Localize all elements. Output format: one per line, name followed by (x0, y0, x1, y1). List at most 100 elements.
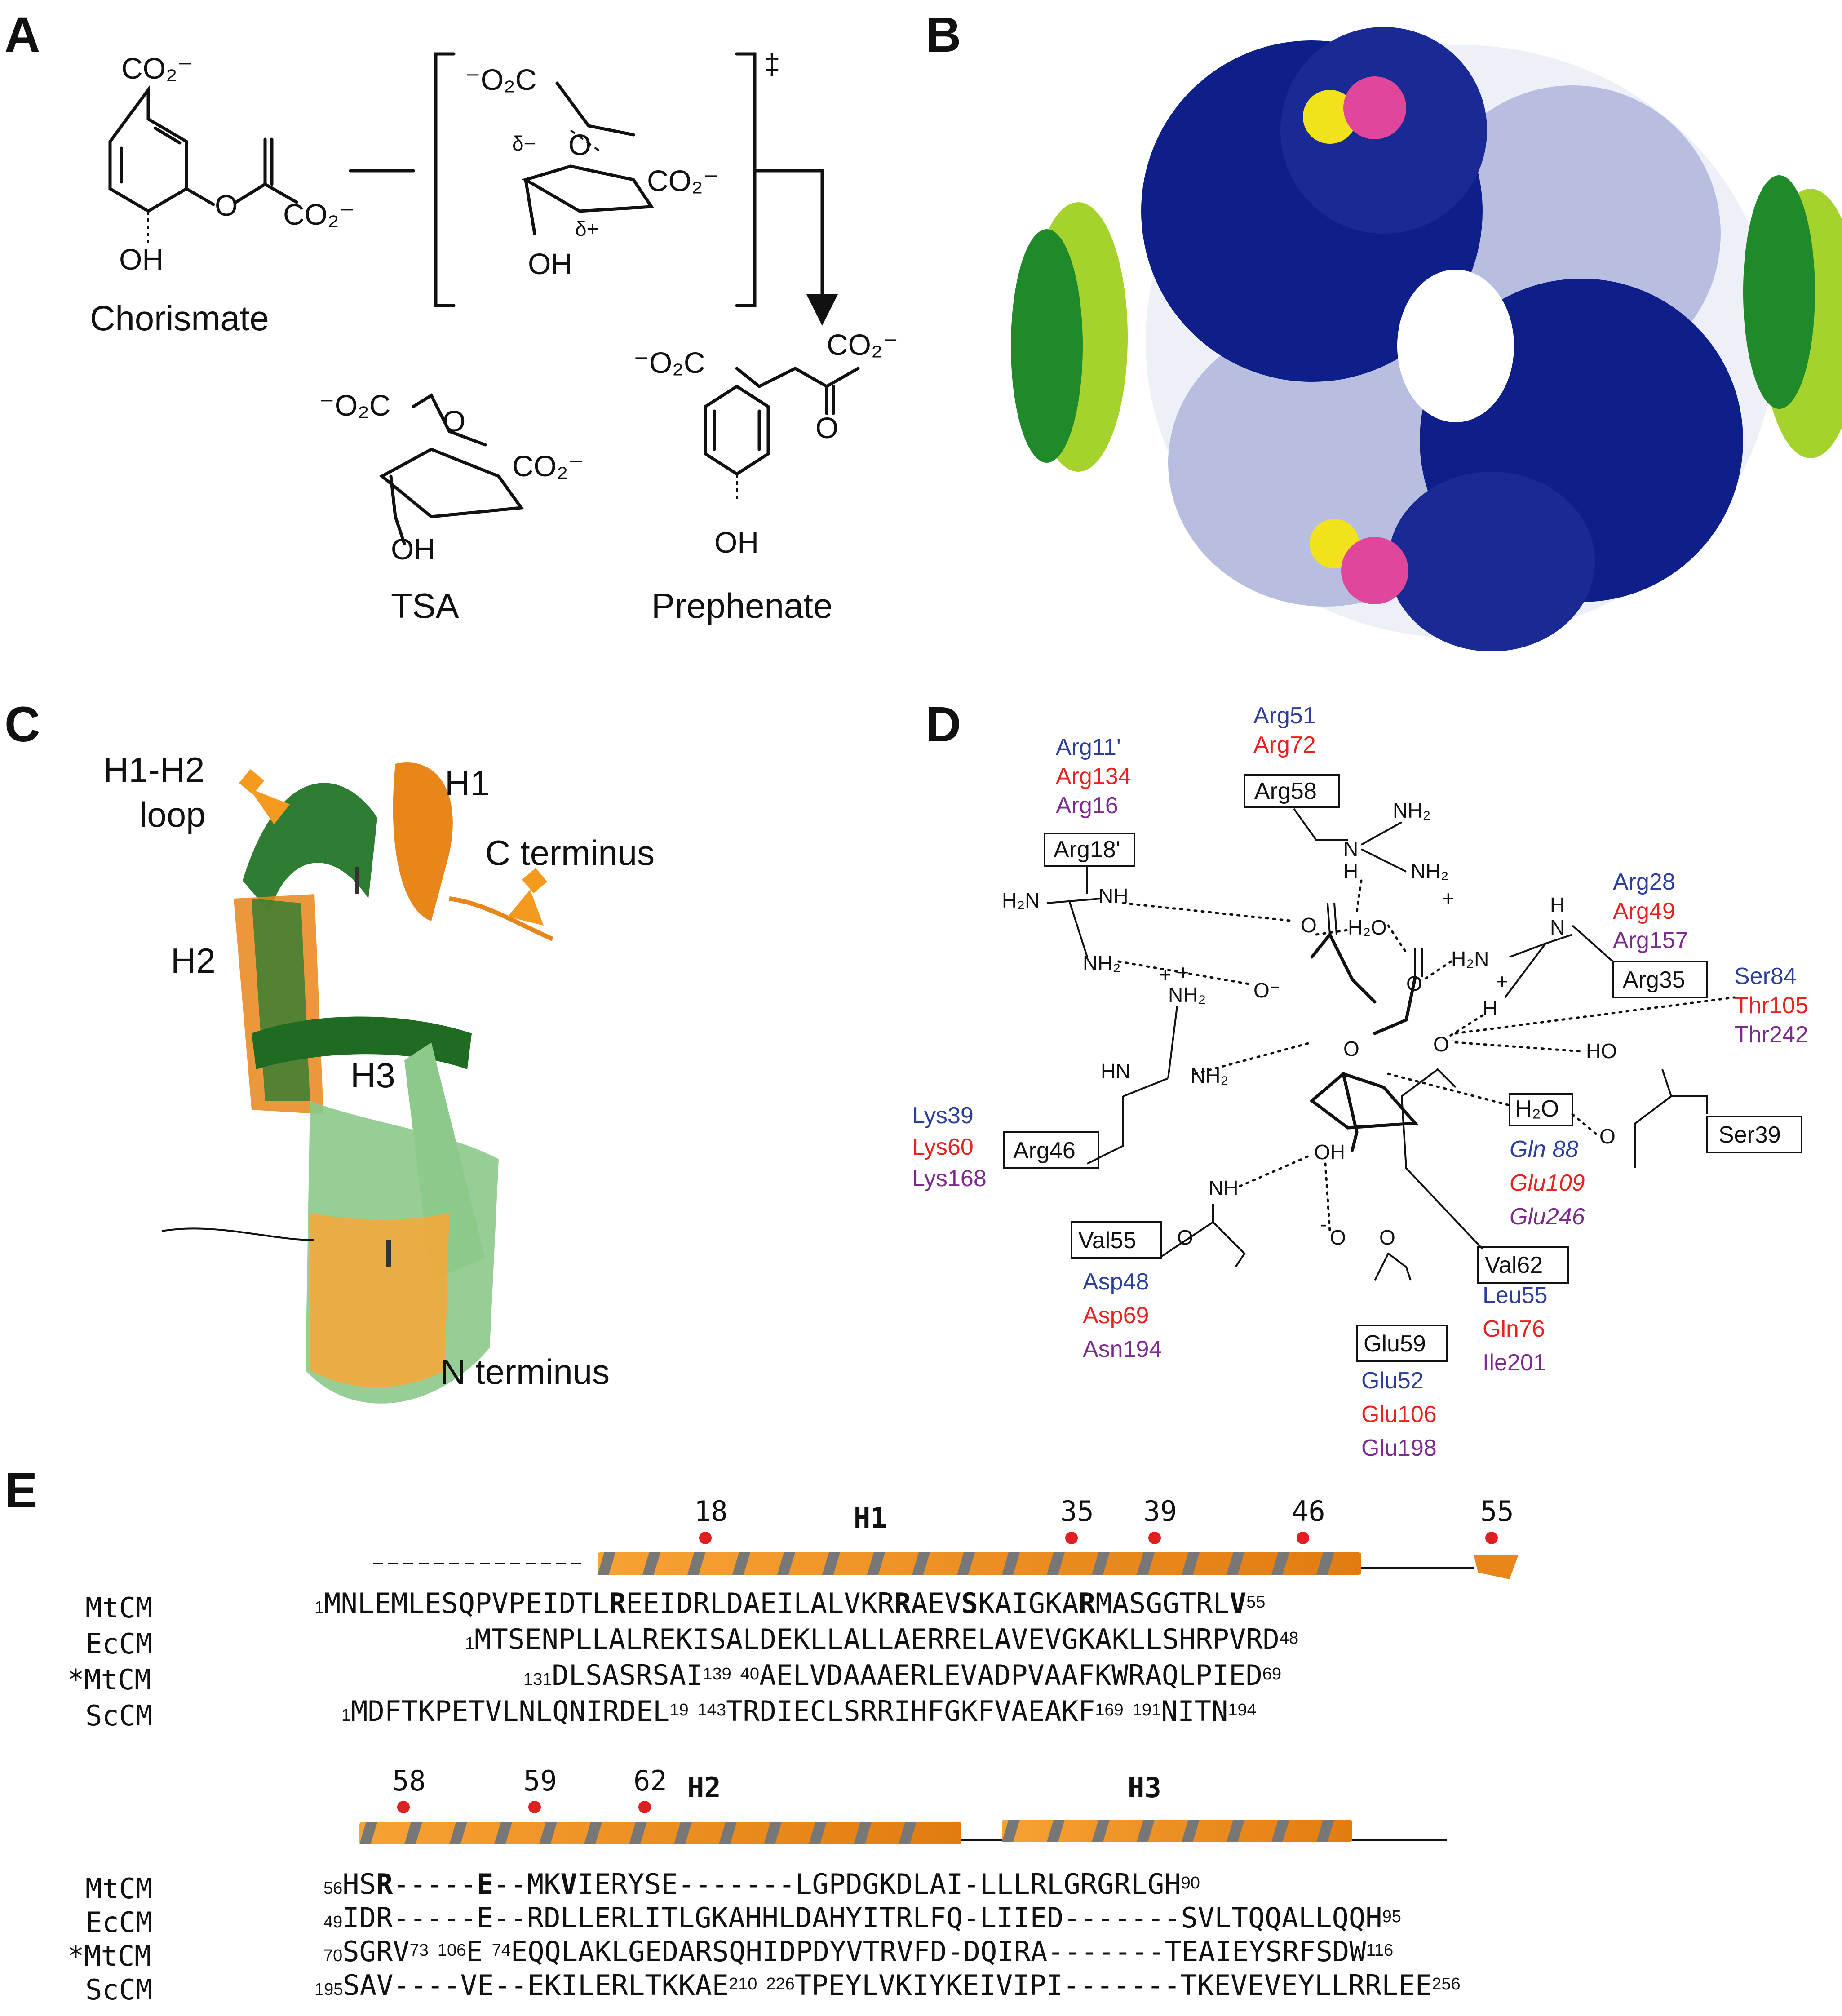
svg-text:HO: HO (1586, 1039, 1617, 1063)
svg-text:H2: H2 (687, 1771, 721, 1804)
svg-text:59: 59 (523, 1764, 557, 1797)
svg-text:MtCM: MtCM (85, 1591, 152, 1624)
transition-state-structure: ⁻O₂C O δ− CO₂⁻ δ+ OH (465, 63, 718, 280)
svg-text:H: H (1483, 997, 1497, 1020)
svg-text:Arg49: Arg49 (1613, 898, 1675, 924)
svg-text:56HSR-----E--MKVIERYSE-------L: 56HSR-----E--MKVIERYSE-------LGPDGKDLAI-… (323, 1868, 1200, 1901)
svg-text:O: O (1330, 1226, 1346, 1249)
ligand-yellow-top (1303, 90, 1357, 144)
alignment-block1: MtCM 1MNLEMLESQPVPEIDTLREEIDRLDAEILALVKR… (67, 1587, 1298, 1732)
ts-o: O (568, 128, 591, 161)
svg-text:O: O (1406, 972, 1422, 995)
svg-text:EcCM: EcCM (85, 1627, 152, 1660)
svg-text:NH₂: NH₂ (1191, 1064, 1228, 1087)
svg-text:O: O (1599, 1125, 1616, 1148)
box-arg46: Arg46 (1003, 1131, 1099, 1169)
svg-text:Arg18': Arg18' (1054, 837, 1120, 863)
group-arg11: Arg11' Arg134 Arg16 (1056, 734, 1131, 819)
svg-text:62: 62 (633, 1764, 667, 1797)
svg-text:O: O (1379, 1226, 1395, 1249)
ts-o2c: ⁻O₂C (465, 63, 536, 96)
svg-text:Asn194: Asn194 (1083, 1336, 1162, 1362)
prephenate-co2: CO₂⁻ (827, 328, 898, 361)
svg-text:O⁻: O⁻ (1433, 1032, 1460, 1056)
svg-text:NH₂: NH₂ (1393, 799, 1430, 822)
prephenate-structure: ⁻O₂C O CO₂⁻ OH Prephenate (633, 328, 898, 625)
prephenate-label: Prephenate (651, 586, 832, 625)
box-arg18: Arg18' (1044, 833, 1135, 867)
secondary-structure-block2: 58 59 62 H2 H3 (359, 1764, 1447, 1844)
marker-18 (699, 1532, 712, 1544)
svg-text:Arg134: Arg134 (1056, 763, 1131, 789)
loop-arrow (249, 789, 290, 824)
svg-text:Lys168: Lys168 (912, 1165, 987, 1192)
svg-text:Asp48: Asp48 (1083, 1269, 1149, 1295)
box-val62: Val62 (1477, 1246, 1569, 1284)
svg-text:Thr242: Thr242 (1734, 1022, 1808, 1048)
panel-letter-d: D (925, 697, 961, 752)
svg-text:NH₂: NH₂ (1168, 983, 1206, 1006)
svg-text:Ser84: Ser84 (1734, 963, 1797, 989)
seq-row-mtcm-1: MtCM 1MNLEMLESQPVPEIDTLREEIDRLDAEILALVKR… (85, 1587, 1265, 1624)
chorismate-structure: CO₂⁻ O CO₂⁻ OH Chorismate (90, 52, 354, 338)
svg-text:Glu59: Glu59 (1364, 1331, 1426, 1357)
ts-co2: CO₂⁻ (647, 164, 718, 197)
h2-label: H2 (171, 941, 216, 980)
svg-text:ScCM: ScCM (85, 1699, 152, 1732)
svg-text:H1: H1 (854, 1502, 887, 1534)
group-arg51: Arg51 Arg72 (1253, 703, 1316, 758)
panel-c: C H1-H2 loop H1 C terminus H2 H3 N termi… (4, 697, 655, 1404)
svg-text:Gln76: Gln76 (1483, 1316, 1545, 1342)
svg-text:46: 46 (1292, 1495, 1325, 1528)
svg-text:18: 18 (694, 1495, 728, 1528)
svg-text:O⁻: O⁻ (1253, 979, 1280, 1002)
prephenate-o2c: ⁻O₂C (633, 346, 705, 379)
c-terminus-label: C terminus (485, 833, 655, 873)
svg-text:H₂O: H₂O (1515, 1096, 1559, 1122)
svg-text:H₂O: H₂O (1348, 916, 1387, 939)
svg-text:1MNLEMLESQPVPEIDTLREEIDRLDAEIL: 1MNLEMLESQPVPEIDTLREEIDRLDAEILALVKRRAEVS… (314, 1587, 1265, 1620)
svg-text:+: + (1159, 963, 1171, 986)
panel-b: B (925, 7, 1842, 651)
svg-text:Arg58: Arg58 (1254, 778, 1317, 804)
svg-text:Arg11': Arg11' (1056, 734, 1121, 760)
ligand-magenta-bottom (1341, 537, 1408, 604)
box-arg35: Arg35 (1612, 961, 1708, 998)
marker-55 (1485, 1532, 1498, 1544)
marker-39 (1148, 1532, 1161, 1544)
svg-text:*MtCM: *MtCM (67, 1663, 151, 1696)
svg-text:H3: H3 (1128, 1771, 1161, 1804)
ligand-magenta-top (1343, 76, 1406, 139)
svg-text:Arg35: Arg35 (1623, 967, 1685, 993)
prephenate-keto-o: O (815, 411, 838, 444)
seq-row-eccm-1: EcCM 1MTSENPLLALREKISALDEKLLALLAERRELAVE… (85, 1623, 1298, 1660)
helix-bundle-overlay (161, 762, 553, 1404)
svg-text:58: 58 (392, 1764, 426, 1797)
h3-label: H3 (350, 1055, 395, 1095)
svg-text:Leu55: Leu55 (1483, 1282, 1548, 1308)
group-gln88: Gln 88 Glu109 Glu246 (1510, 1136, 1585, 1230)
chorismate-label: Chorismate (90, 298, 269, 338)
seq-row-eccm-2: EcCM 49IDR-----E--RDLLERLITLGKAHHLDAHYIT… (85, 1901, 1401, 1939)
alignment-block2: MtCM 56HSR-----E--MKVIERYSE-------LGPDGK… (67, 1868, 1461, 2006)
group-glu52: Glu52 Glu106 Glu198 (1361, 1368, 1437, 1461)
svg-text:H: H (1343, 860, 1358, 883)
svg-text:Ile201: Ile201 (1483, 1350, 1546, 1376)
cterm-arrow-stem (522, 868, 548, 894)
h1-label: H1 (445, 763, 490, 803)
svg-text:Gln 88: Gln 88 (1510, 1136, 1578, 1162)
svg-text:Arg157: Arg157 (1613, 927, 1688, 953)
marker-58 (397, 1801, 410, 1813)
chorismate-co2-2: CO₂⁻ (283, 198, 354, 231)
svg-text:Lys60: Lys60 (912, 1134, 974, 1160)
cterm-arrow (508, 890, 544, 926)
loop-arrow-stem (239, 769, 265, 795)
svg-text:Glu198: Glu198 (1361, 1435, 1437, 1461)
tsa-oh: OH (391, 532, 435, 566)
box-h2o: H₂O (1509, 1093, 1573, 1126)
